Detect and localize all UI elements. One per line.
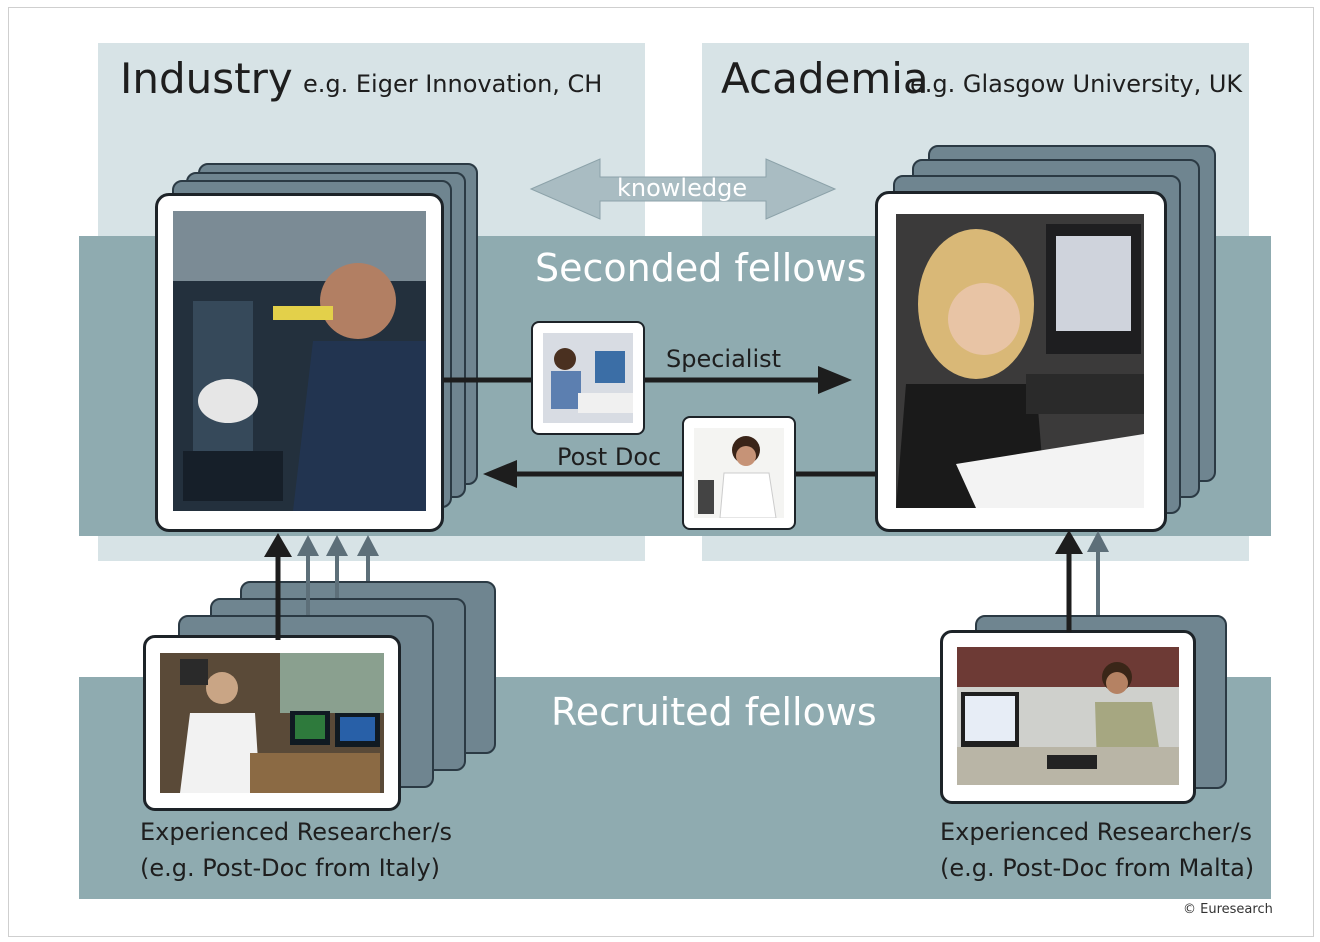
knowledge-label: knowledge <box>617 174 748 202</box>
right-caption-line1: Experienced Researcher/s <box>940 818 1253 846</box>
industry-title: Industry <box>120 54 293 103</box>
page-border <box>8 7 1314 937</box>
academia-researcher-photo-frame <box>875 191 1167 532</box>
right-researcher-photo-frame <box>940 630 1196 804</box>
academia-example: e.g. Glasgow University, UK <box>910 70 1243 98</box>
industry-worker-photo <box>173 211 426 511</box>
specialist-photo <box>543 333 633 423</box>
right-caption: Experienced Researcher/s (e.g. Post-Doc … <box>940 814 1254 886</box>
postdoc-photo <box>694 428 784 518</box>
left-caption-line2: (e.g. Post-Doc from Italy) <box>140 854 441 882</box>
postdoc-label: Post Doc <box>557 443 662 471</box>
right-caption-line2: (e.g. Post-Doc from Malta) <box>940 854 1255 882</box>
left-researcher-photo <box>160 653 384 793</box>
specialist-photo-frame <box>531 321 645 435</box>
specialist-label: Specialist <box>666 345 782 373</box>
recruited-label: Recruited fellows <box>551 690 877 734</box>
academia-researcher-photo <box>896 214 1144 508</box>
industry-example: e.g. Eiger Innovation, CH <box>303 70 603 98</box>
academia-title: Academia <box>721 54 929 103</box>
left-caption: Experienced Researcher/s (e.g. Post-Doc … <box>140 814 452 886</box>
industry-worker-photo-frame <box>155 193 444 532</box>
postdoc-photo-frame <box>682 416 796 530</box>
left-caption-line1: Experienced Researcher/s <box>140 818 453 846</box>
copyright-notice: © Euresearch <box>1183 902 1273 917</box>
left-researcher-photo-frame <box>143 635 401 811</box>
right-researcher-photo <box>957 647 1179 785</box>
seconded-label: Seconded fellows <box>535 246 867 290</box>
